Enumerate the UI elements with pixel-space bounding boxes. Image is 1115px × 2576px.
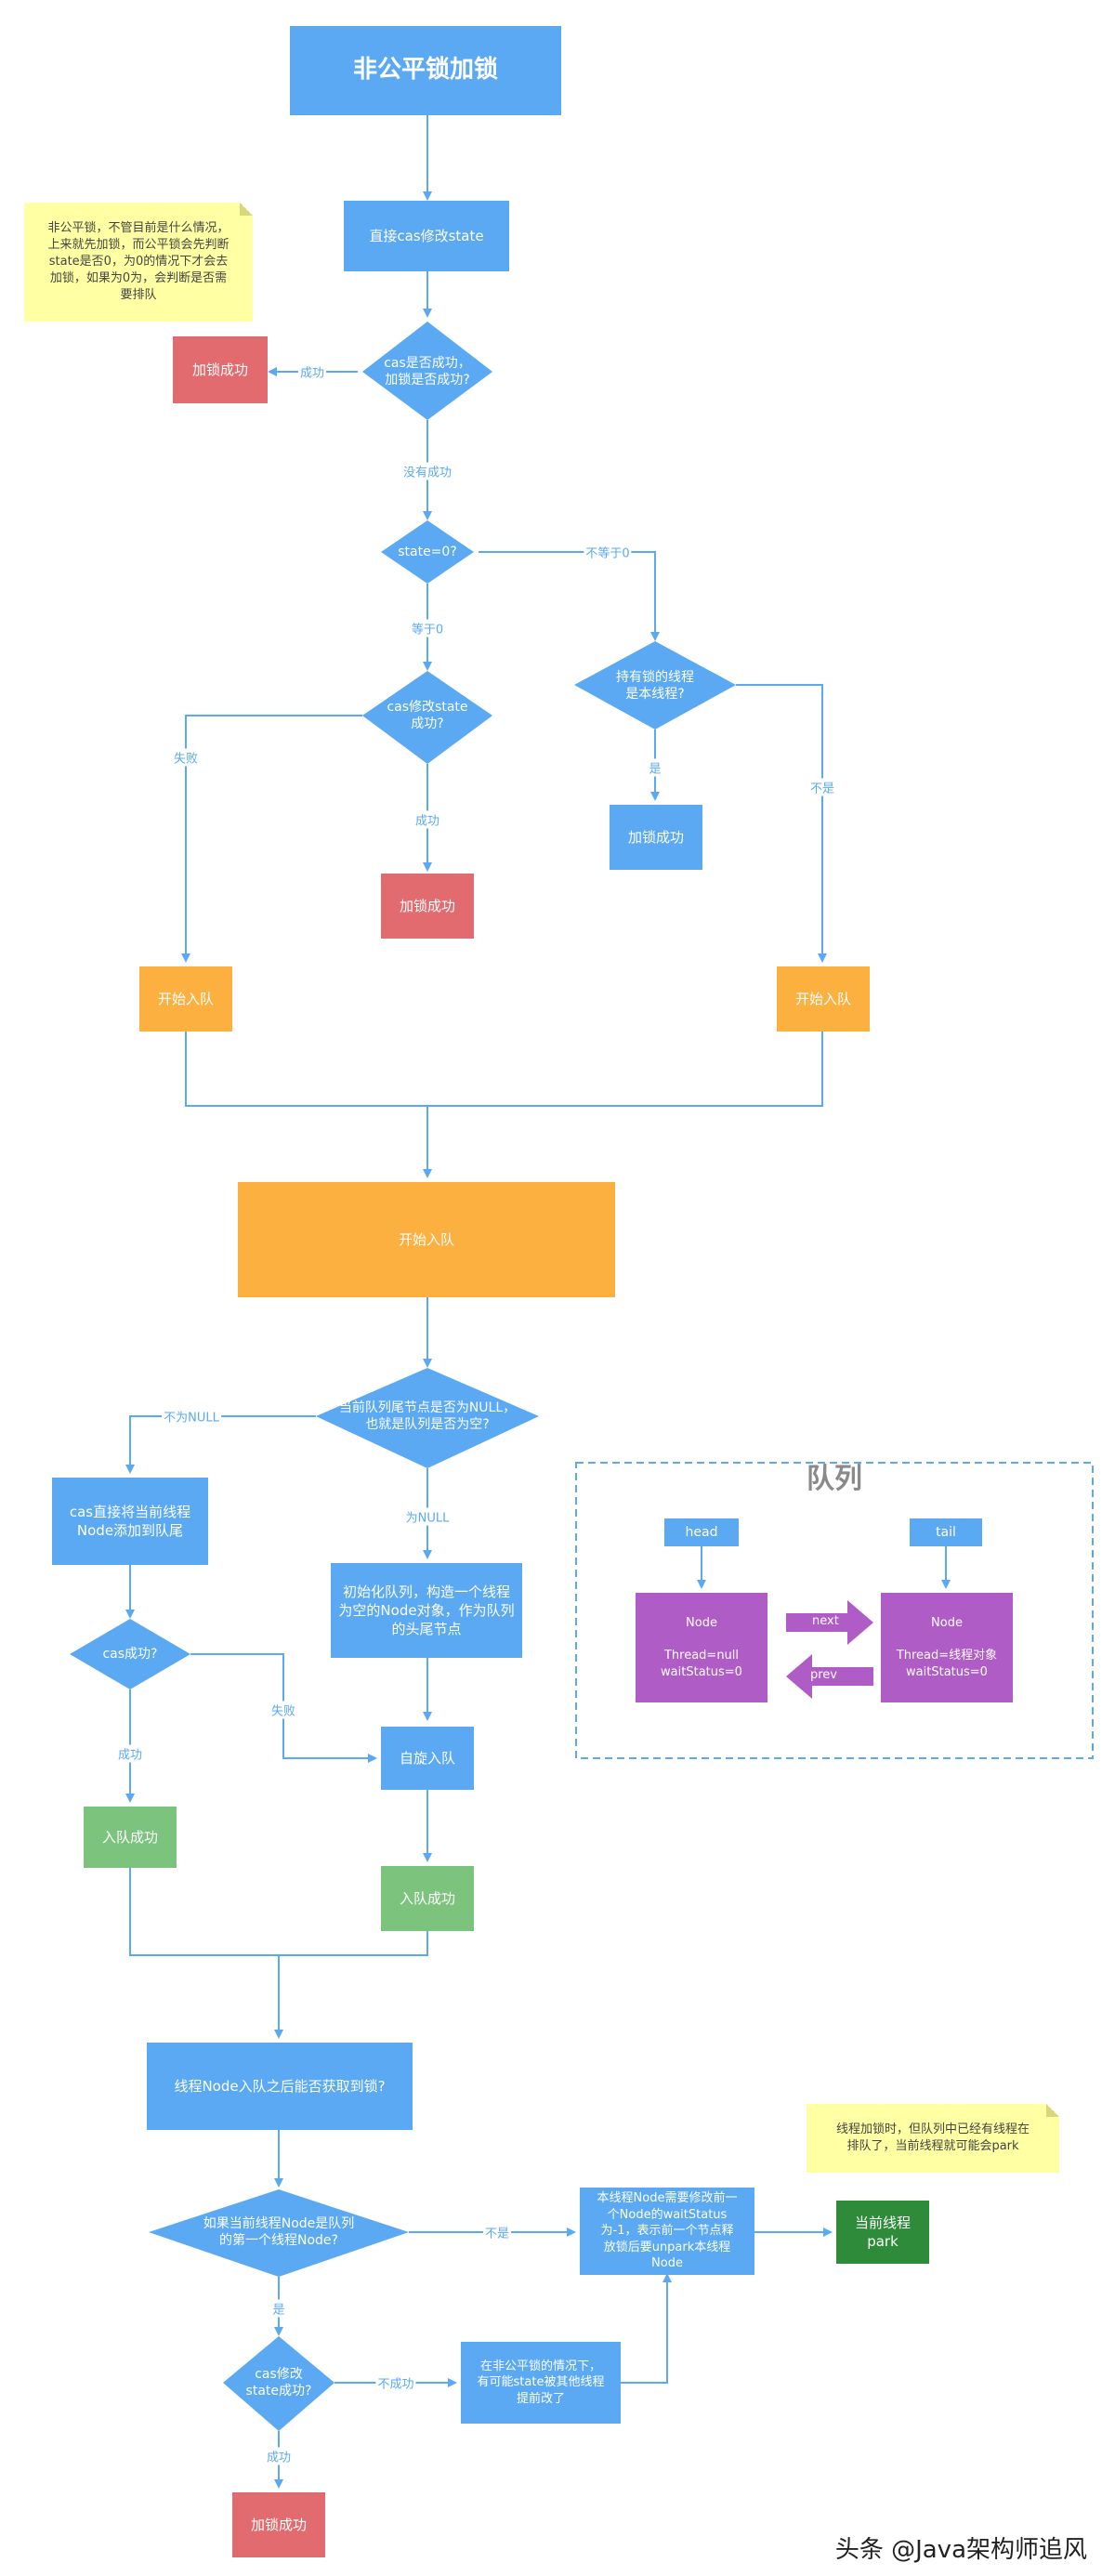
edge-label-not-success: 没有成功 [400, 462, 454, 480]
edge [736, 684, 827, 963]
queue-next-label: next [812, 1614, 839, 1628]
watermark: 头条 @Java架构师追风 [834, 2536, 1087, 2564]
page-title: 非公平锁加锁 [290, 26, 561, 115]
get-lock-question-box: 线程Node入队之后能否获取到锁? [147, 2043, 413, 2130]
enqueue-success-1: 入队成功 [84, 1807, 177, 1868]
edge-label-not-success-2: 不成功 [375, 2373, 416, 2392]
diamond-state-eq0 [381, 520, 474, 584]
diamond-cas-ok [362, 322, 492, 420]
edge-label-success-2: 成功 [413, 810, 442, 829]
first-node-question: 如果当前线程Node是队列 的第一个线程Node? [203, 2215, 355, 2248]
diamond-cas-state-ok2 [223, 2336, 334, 2431]
holder-question: 持有锁的线程 是本线程? [616, 669, 694, 702]
lock-success-2: 加锁成功 [610, 805, 702, 870]
init-queue-box: 初始化队列，构造一个线程 为空的Node对象，作为队列 的头尾节点 [331, 1563, 522, 1658]
edge [185, 1032, 823, 1107]
edge [181, 715, 362, 963]
queue-panel [575, 1462, 1094, 1759]
queue-tail-label: tail [910, 1518, 982, 1546]
next-arrow-icon [786, 1600, 873, 1645]
state-changed-box: 在非公平锁的情况下， 有可能state被其他线程 提前改了 [461, 2342, 621, 2424]
queue-node-head: Node Thread=null waitStatus=0 [636, 1593, 767, 1702]
enqueue-main: 开始入队 [238, 1182, 615, 1297]
edge-label-success-4: 成功 [264, 2447, 294, 2465]
diamond-tail-null [316, 1368, 539, 1468]
queue-prev-label: prev [810, 1668, 838, 1682]
edge [479, 551, 660, 641]
cas-ok-question: cas是否成功， 加锁是否成功? [384, 355, 471, 388]
edge-label-yes-1: 是 [647, 758, 663, 777]
queue-head-label: head [664, 1518, 739, 1546]
modify-waitstatus-box: 本线程Node需要修改前一 个Node的waitStatus 为-1，表示前一个… [580, 2188, 754, 2275]
edge-label-not-null: 不为NULL [162, 1407, 221, 1426]
enqueue-success-2: 入队成功 [381, 1866, 474, 1931]
lock-success-4: 加锁成功 [232, 2492, 325, 2557]
edge-label-fail-2: 失败 [269, 1701, 298, 1719]
cas-state-box: 直接cas修改state [344, 201, 509, 271]
enqueue-right: 开始入队 [777, 966, 870, 1032]
diamond-first-node [149, 2189, 409, 2277]
queue-title: 队列 [807, 1463, 862, 1495]
cas-add-tail-box: cas直接将当前线程 Node添加到队尾 [52, 1478, 208, 1565]
edge-label-eq0: 等于0 [409, 619, 446, 637]
cas-state-ok2-question: cas修改 state成功? [245, 2366, 312, 2399]
prev-arrow-icon [786, 1654, 873, 1699]
note-nonfair-explain: 非公平锁，不管目前是什么情况， 上来就先加锁，而公平锁会先判断 state是否0… [24, 203, 253, 322]
cas-state-ok-question: cas修改state 成功? [387, 699, 468, 731]
edge [621, 2273, 672, 2384]
spin-enqueue-box: 自旋入队 [381, 1727, 474, 1790]
edge-label-not-eq0: 不等于0 [584, 543, 632, 561]
diamond-holder [574, 641, 736, 729]
edge-label-success-3: 成功 [115, 1744, 145, 1763]
diamond-cas-state-ok [362, 671, 492, 764]
edge-label-success-1: 成功 [297, 362, 327, 381]
cas-ok2-question: cas成功? [102, 1646, 158, 1662]
edge-label-no-1: 不是 [807, 778, 837, 796]
edge [125, 1415, 316, 1474]
tail-null-question: 当前队列尾节点是否为NULL， 也就是队列是否为空? [338, 1400, 517, 1432]
lock-success-3: 加锁成功 [381, 874, 474, 939]
diamond-cas-ok2 [70, 1619, 190, 1689]
edge-label-is-null: 为NULL [403, 1507, 452, 1526]
edge-label-yes-2: 是 [270, 2299, 287, 2318]
queue-node-tail: Node Thread=线程对象 waitStatus=0 [881, 1593, 1013, 1702]
edge-label-no-2: 不是 [482, 2223, 512, 2241]
park-box: 当前线程 park [836, 2201, 929, 2264]
enqueue-left: 开始入队 [139, 966, 232, 1032]
edge-label-fail-1: 失败 [171, 748, 201, 767]
note-park-explain: 线程加锁时，但队列中已经有线程在 排队了，当前线程就可能会park [807, 2104, 1059, 2173]
lock-success-1: 加锁成功 [173, 336, 268, 403]
state-eq0-question: state=0? [398, 544, 457, 559]
